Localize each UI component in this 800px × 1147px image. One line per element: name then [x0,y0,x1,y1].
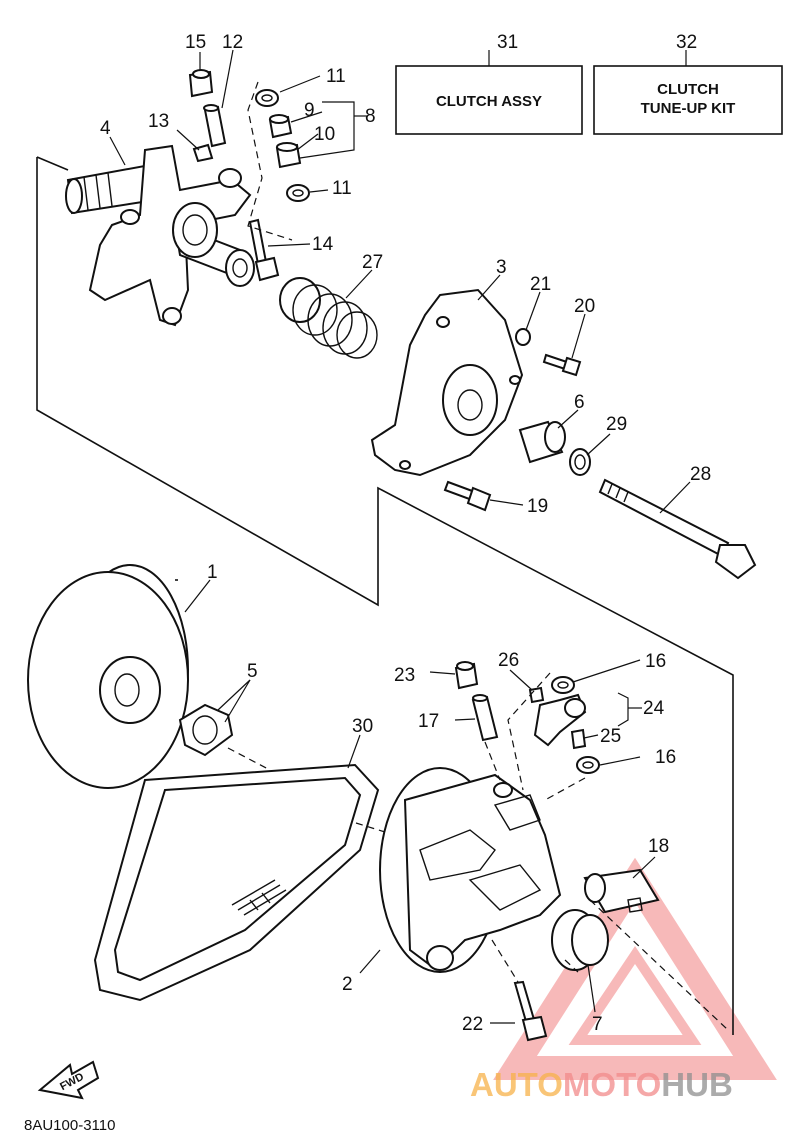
part-18-sleeve[interactable] [583,868,660,914]
callout-22: 22 [462,1014,483,1035]
part-5-sliders[interactable] [178,703,234,757]
part-27-spring[interactable] [279,277,378,359]
part-10-roller[interactable] [275,142,302,169]
leader-lines [109,49,691,1024]
callout-25: 25 [600,726,621,747]
callout-28: 28 [690,464,711,485]
callout-2: 2 [342,974,353,995]
part-22-bolt[interactable] [513,980,548,1042]
callout-23: 23 [394,665,415,686]
callout-21: 21 [530,274,551,295]
assembly-frame-lines [36,156,734,1035]
callout-32: 32 [676,32,697,53]
clutch-assy-box[interactable]: CLUTCH ASSY [395,65,583,135]
callout-11-upper: 11 [326,66,346,87]
callout-27: 27 [362,252,383,273]
callout-11-lower: 11 [332,178,352,199]
callout-24: 24 [643,698,665,719]
part-26-pin[interactable] [528,686,545,704]
part-29-ring[interactable] [569,448,591,476]
callout-31: 31 [497,32,518,53]
callout-16-upper: 16 [645,651,666,672]
callout-1: 1 [207,562,218,583]
callout-4: 4 [100,118,111,139]
callout-12: 12 [222,32,243,53]
callout-14: 14 [312,234,334,255]
callout-30: 30 [352,716,373,737]
part-15-nut[interactable] [188,69,214,98]
callout-19: 19 [527,496,548,517]
watermark-logo [493,857,777,1080]
callout-5: 5 [247,661,258,682]
part-17-pin[interactable] [471,694,499,742]
watermark-hub: HUB [661,1066,733,1103]
part-14-bolt[interactable] [248,218,280,282]
part-6-bushing[interactable] [518,420,566,464]
part-12-pin[interactable] [203,104,227,148]
part-1-movable-sheave[interactable] [27,564,189,789]
part-28-bolt[interactable] [598,478,757,580]
part-20-bolt[interactable] [542,353,582,377]
callout-18: 18 [648,836,669,857]
callout-29: 29 [606,414,627,435]
part-7-bearing[interactable] [551,909,609,971]
part-24-weight-arm[interactable] [533,693,587,747]
part-30-v-belt[interactable] [93,763,380,1002]
callout-15: 15 [185,32,206,53]
part-9-roller[interactable] [268,114,293,139]
part-3-cover[interactable] [370,288,524,477]
part-23-nut[interactable] [454,661,479,690]
svg-text:AUTOMOTOHUB: AUTOMOTOHUB [470,1066,733,1103]
callout-20: 20 [574,296,595,317]
dashed-alignment-lines [227,81,729,1031]
part-19-bolt[interactable] [443,480,492,512]
callout-10: 10 [314,124,335,145]
callout-13: 13 [148,111,169,132]
callout-16-lower: 16 [655,747,676,768]
figure-code: 8AU100-3110 [24,1117,115,1134]
part-16-washer-lower[interactable] [576,756,600,774]
part-2-spider-housing[interactable] [379,767,562,973]
callout-labels: 31 32 15 12 11 9 10 8 13 4 11 14 27 3 21… [100,32,711,1035]
callout-8: 8 [365,106,376,127]
part-25-roller[interactable] [570,728,587,750]
forward-direction-arrow: FWD [37,1060,100,1100]
callout-3: 3 [496,257,507,278]
callout-6: 6 [574,392,585,413]
callout-26: 26 [498,650,519,671]
part-16-washer-upper[interactable] [551,676,575,694]
clutch-assy-title: CLUTCH ASSY [436,93,542,110]
callout-7: 7 [592,1014,603,1035]
callout-9: 9 [304,100,315,121]
part-4-fixed-sheave-shaft[interactable] [65,144,255,327]
part-21-nut[interactable] [515,328,531,346]
part-11-washer-upper[interactable] [255,89,279,107]
watermark-moto: MOTO [563,1066,661,1103]
part-11-washer-lower[interactable] [286,184,310,202]
callout-17: 17 [418,711,439,732]
watermark-wordmark: AUTOMOTOHUB [470,1066,733,1103]
watermark-auto: AUTO [470,1066,563,1103]
